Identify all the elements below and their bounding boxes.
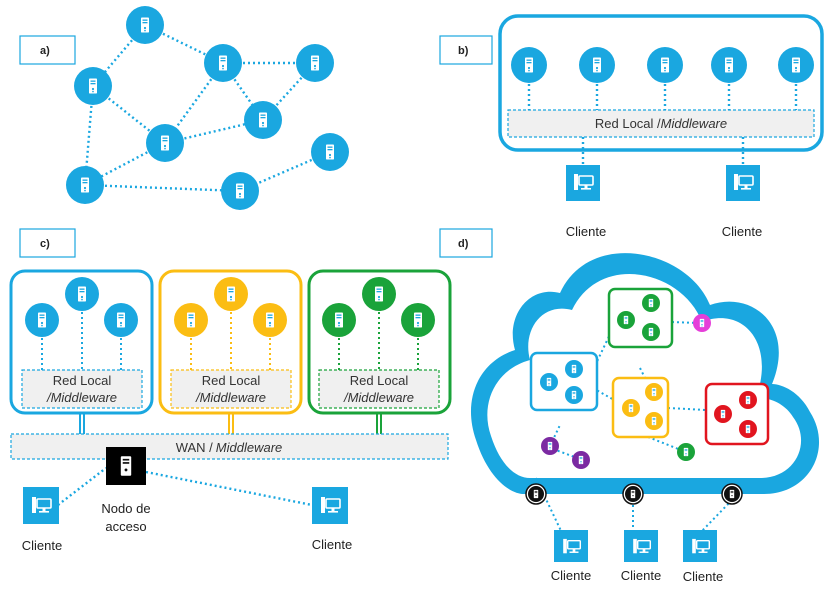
- server-icon: [204, 44, 242, 82]
- server-icon: [74, 67, 112, 105]
- panel-b-cluster: Red Local /Middleware Cliente Cliente: [498, 14, 824, 239]
- server-icon: [253, 303, 287, 337]
- client-computer-icon: [312, 487, 348, 524]
- server-icon: [296, 44, 334, 82]
- panel-label-c: c): [19, 228, 76, 258]
- panel-c-grid: Red Local /Middleware Red Local /Middlew…: [9, 269, 452, 553]
- access-node-icon: [622, 483, 644, 505]
- server-icon: [645, 412, 663, 430]
- svg-text:/Middleware: /Middleware: [195, 390, 266, 405]
- server-icon: [25, 303, 59, 337]
- panel-label-b: b): [439, 35, 493, 65]
- server-icon: [214, 277, 248, 311]
- server-icon: [244, 101, 282, 139]
- client-label: Cliente: [22, 538, 62, 553]
- svg-text:b): b): [458, 45, 469, 57]
- svg-text:c): c): [40, 238, 50, 250]
- server-icon: [739, 420, 757, 438]
- panel-a-peer-network: [66, 6, 349, 210]
- client-label: Cliente: [551, 568, 591, 583]
- server-icon: [622, 399, 640, 417]
- access-node-label: Nodo de: [101, 501, 150, 516]
- server-icon: [642, 294, 660, 312]
- red-cluster: [704, 382, 770, 446]
- server-icon: [579, 47, 615, 83]
- access-node-icon: [525, 483, 547, 505]
- panel-label-d: d): [439, 228, 493, 258]
- blue-cluster: [529, 351, 599, 412]
- svg-text:Red Local: Red Local: [202, 373, 261, 388]
- server-icon: [221, 172, 259, 210]
- server-icon: [65, 277, 99, 311]
- server-icon: [693, 314, 711, 332]
- server-icon: [401, 303, 435, 337]
- server-icon: [778, 47, 814, 83]
- svg-text:WAN /Middleware: WAN /Middleware: [176, 440, 283, 455]
- client-label: Cliente: [683, 569, 723, 584]
- access-node-icon: [106, 447, 146, 485]
- server-icon: [647, 47, 683, 83]
- server-icon: [146, 124, 184, 162]
- server-icon: [104, 303, 138, 337]
- local-network-middleware-bar: Red Local /Middleware: [507, 109, 815, 138]
- svg-text:a): a): [40, 45, 50, 57]
- server-icon: [362, 277, 396, 311]
- svg-text:/Middleware: /Middleware: [46, 390, 117, 405]
- server-icon: [739, 391, 757, 409]
- client-label: Cliente: [566, 224, 606, 239]
- server-icon: [66, 166, 104, 204]
- server-icon: [540, 373, 558, 391]
- server-icon: [714, 405, 732, 423]
- client-label: Cliente: [722, 224, 762, 239]
- green-cluster: [607, 287, 674, 349]
- server-icon: [711, 47, 747, 83]
- client-computer-icon: [624, 530, 658, 562]
- server-icon: [642, 323, 660, 341]
- server-icon: [311, 133, 349, 171]
- blue-cluster: Red Local /Middleware: [9, 269, 154, 415]
- peer-links: [83, 23, 331, 193]
- panel-d-cloud: Cliente Cliente Cliente: [470, 253, 820, 584]
- access-node-icon: [721, 483, 743, 505]
- client-computer-icon: [566, 165, 600, 201]
- client-computer-icon: [683, 530, 717, 562]
- wan-middleware-bar: WAN /Middleware: [10, 433, 449, 460]
- green-cluster: Red Local /Middleware: [307, 269, 452, 415]
- server-icon: [322, 303, 356, 337]
- yellow-cluster: Red Local /Middleware: [158, 269, 303, 415]
- server-icon: [174, 303, 208, 337]
- client-computer-icon: [554, 530, 588, 562]
- client-label: Cliente: [312, 537, 352, 552]
- svg-text:/Middleware: /Middleware: [343, 390, 414, 405]
- server-icon: [565, 360, 583, 378]
- svg-text:Red Local /Middleware: Red Local /Middleware: [595, 116, 727, 131]
- client-label: Cliente: [621, 568, 661, 583]
- yellow-cluster: [611, 376, 670, 439]
- svg-text:Red Local: Red Local: [350, 373, 409, 388]
- client-computer-icon: [23, 487, 59, 524]
- client-computer-icon: [726, 165, 760, 201]
- server-icon: [677, 443, 695, 461]
- svg-text:Red Local: Red Local: [53, 373, 112, 388]
- server-icon: [645, 383, 663, 401]
- svg-text:d): d): [458, 238, 469, 250]
- server-icon: [511, 47, 547, 83]
- server-icon: [541, 437, 559, 455]
- panel-label-a: a): [19, 35, 76, 65]
- server-icon: [617, 311, 635, 329]
- server-icon: [572, 451, 590, 469]
- server-icon: [126, 6, 164, 44]
- access-node-label: acceso: [105, 519, 146, 534]
- server-icon: [565, 386, 583, 404]
